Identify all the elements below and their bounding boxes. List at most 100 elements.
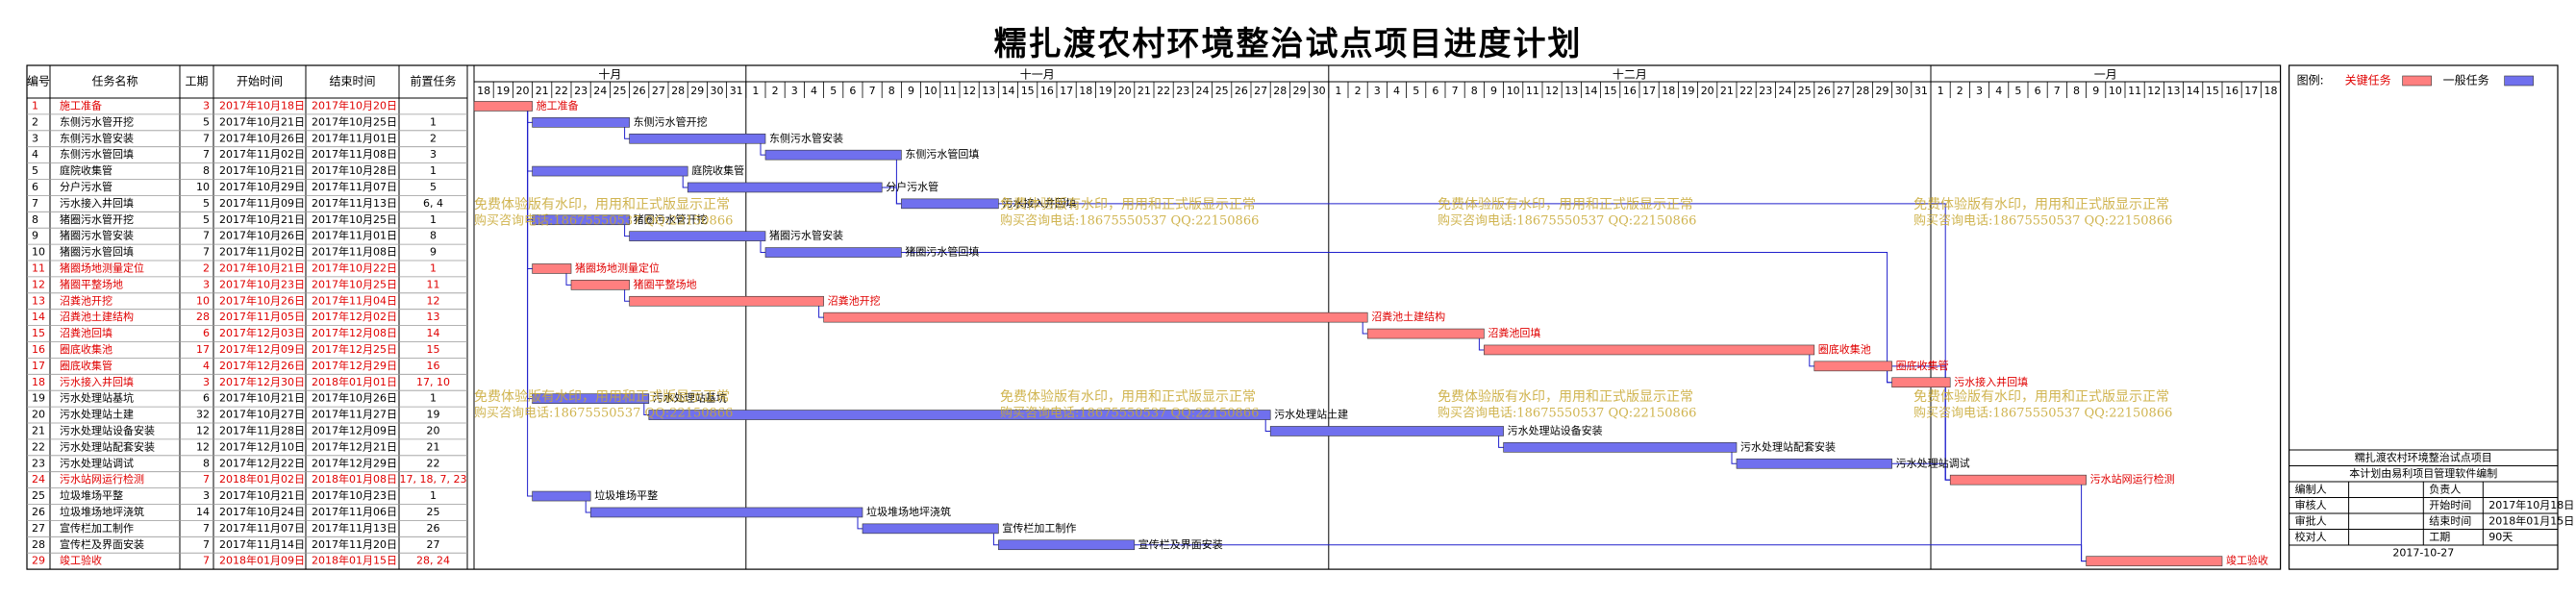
task-start: 2017年10月26日 xyxy=(219,229,305,242)
gantt-bar xyxy=(532,490,591,502)
watermark-line2: 购买咨询电话:18675550537 QQ:22150866 xyxy=(1913,406,2172,421)
task-predecessor: 21 xyxy=(427,440,440,453)
task-name: 污水处理站基坑 xyxy=(60,391,134,405)
task-predecessor: 17, 10 xyxy=(416,376,450,388)
task-id: 23 xyxy=(32,457,45,469)
task-id: 28 xyxy=(32,538,45,551)
column-header-dur: 工期 xyxy=(185,75,208,88)
task-end: 2017年12月25日 xyxy=(312,342,397,356)
task-duration: 12 xyxy=(196,424,210,436)
legend-label: 图例: xyxy=(2297,74,2324,87)
bar-label: 猪圈平整场地 xyxy=(634,277,697,290)
gantt-bar xyxy=(764,149,902,161)
task-duration: 14 xyxy=(196,506,210,518)
task-id: 3 xyxy=(32,132,38,144)
day-tick-label: 27 xyxy=(1254,85,1267,97)
task-duration: 6 xyxy=(203,392,210,405)
info-cell: 编制人 xyxy=(2295,482,2327,495)
task-name: 东侧污水管开挖 xyxy=(60,114,134,128)
day-tick-label: 5 xyxy=(2014,85,2021,97)
day-tick-label: 6 xyxy=(2035,85,2041,97)
day-tick-label: 6 xyxy=(1432,85,1438,97)
task-name: 污水处理站土建 xyxy=(60,408,134,421)
gantt-bar xyxy=(901,198,999,210)
task-predecessor: 1 xyxy=(430,392,437,405)
task-end: 2017年11月06日 xyxy=(312,505,397,518)
day-tick-label: 26 xyxy=(1817,85,1831,97)
bar-label: 施工准备 xyxy=(537,98,579,112)
task-start: 2017年10月29日 xyxy=(219,180,305,193)
day-tick-label: 3 xyxy=(1374,85,1381,97)
day-tick-label: 2 xyxy=(1957,85,1963,97)
day-tick-label: 22 xyxy=(1157,85,1170,97)
dependency-link xyxy=(998,203,1951,481)
task-duration: 10 xyxy=(196,294,210,307)
info-cell: 90天 xyxy=(2488,531,2513,543)
task-end: 2017年12月29日 xyxy=(312,359,397,372)
task-predecessor: 14 xyxy=(427,327,440,339)
day-tick-label: 16 xyxy=(2225,85,2238,97)
task-end: 2017年11月27日 xyxy=(312,408,397,421)
task-name: 污水站网运行检测 xyxy=(60,472,144,486)
day-tick-label: 7 xyxy=(2054,85,2061,97)
legend-normal-swatch xyxy=(2504,75,2534,87)
day-tick-label: 3 xyxy=(1976,85,1983,97)
bar-label: 污水处理站设备安装 xyxy=(1508,423,1603,436)
task-predecessor: 11 xyxy=(427,278,440,290)
task-name: 施工准备 xyxy=(60,98,102,112)
task-id: 1 xyxy=(32,99,38,112)
info-cell: 审核人 xyxy=(2295,498,2327,511)
task-predecessor: 2 xyxy=(430,132,437,144)
dependency-link xyxy=(895,154,902,205)
day-tick-label: 28 xyxy=(1856,85,1869,97)
day-tick-label: 14 xyxy=(1002,85,1015,97)
task-name: 宣传栏及界面安装 xyxy=(60,537,144,551)
gantt-bar xyxy=(1813,361,1892,372)
day-tick-label: 16 xyxy=(1623,85,1637,97)
day-tick-label: 23 xyxy=(1759,85,1772,97)
task-id: 8 xyxy=(32,213,38,226)
day-tick-label: 4 xyxy=(1393,85,1400,97)
day-tick-label: 19 xyxy=(496,85,510,97)
day-tick-label: 29 xyxy=(690,85,704,97)
task-start: 2017年12月09日 xyxy=(219,342,305,356)
task-start: 2018年01月02日 xyxy=(219,472,305,486)
task-duration: 7 xyxy=(203,555,210,567)
gantt-bar xyxy=(473,101,533,112)
task-end: 2018年01月01日 xyxy=(312,375,397,388)
info-subtitle: 本计划由易利项目管理软件编制 xyxy=(2349,466,2497,480)
task-name: 垃圾堆场平整 xyxy=(60,488,123,502)
gantt-bar xyxy=(1736,458,1892,469)
column-header-name: 任务名称 xyxy=(91,74,138,88)
task-id: 11 xyxy=(32,262,45,274)
day-tick-label: 17 xyxy=(1642,85,1656,97)
gantt-bar xyxy=(2086,556,2223,566)
gantt-bar xyxy=(1484,344,1815,356)
info-cell: 2018年01月15日 xyxy=(2488,513,2574,527)
day-tick-label: 10 xyxy=(2109,85,2122,97)
info-date: 2017-10-27 xyxy=(2392,546,2454,559)
day-tick-label: 29 xyxy=(1293,85,1307,97)
bar-label: 污水处理站配套安装 xyxy=(1740,439,1836,453)
task-predecessor: 12 xyxy=(427,294,440,307)
day-tick-label: 20 xyxy=(1118,85,1132,97)
task-name: 沼粪池土建结构 xyxy=(60,310,134,323)
task-name: 沼粪池回填 xyxy=(60,326,113,339)
day-tick-label: 18 xyxy=(1662,85,1675,97)
dependency-link xyxy=(1134,544,2087,562)
gantt-bar xyxy=(764,247,902,258)
day-tick-label: 9 xyxy=(2092,85,2099,97)
bar-label: 污水处理站土建 xyxy=(1274,408,1348,421)
watermark-line1: 免费体验版有水印，用用和正式版显示正常 xyxy=(474,197,730,212)
day-tick-label: 20 xyxy=(1701,85,1714,97)
task-duration: 7 xyxy=(203,522,210,535)
day-tick-label: 13 xyxy=(2167,85,2181,97)
gantt-bar xyxy=(532,117,630,128)
gantt-bar xyxy=(570,280,630,290)
day-tick-label: 18 xyxy=(1079,85,1092,97)
day-tick-label: 7 xyxy=(869,85,876,97)
task-id: 16 xyxy=(32,343,45,356)
task-duration: 8 xyxy=(203,457,210,469)
task-name: 猪圈污水管回填 xyxy=(60,245,134,259)
day-tick-label: 1 xyxy=(1335,85,1341,97)
